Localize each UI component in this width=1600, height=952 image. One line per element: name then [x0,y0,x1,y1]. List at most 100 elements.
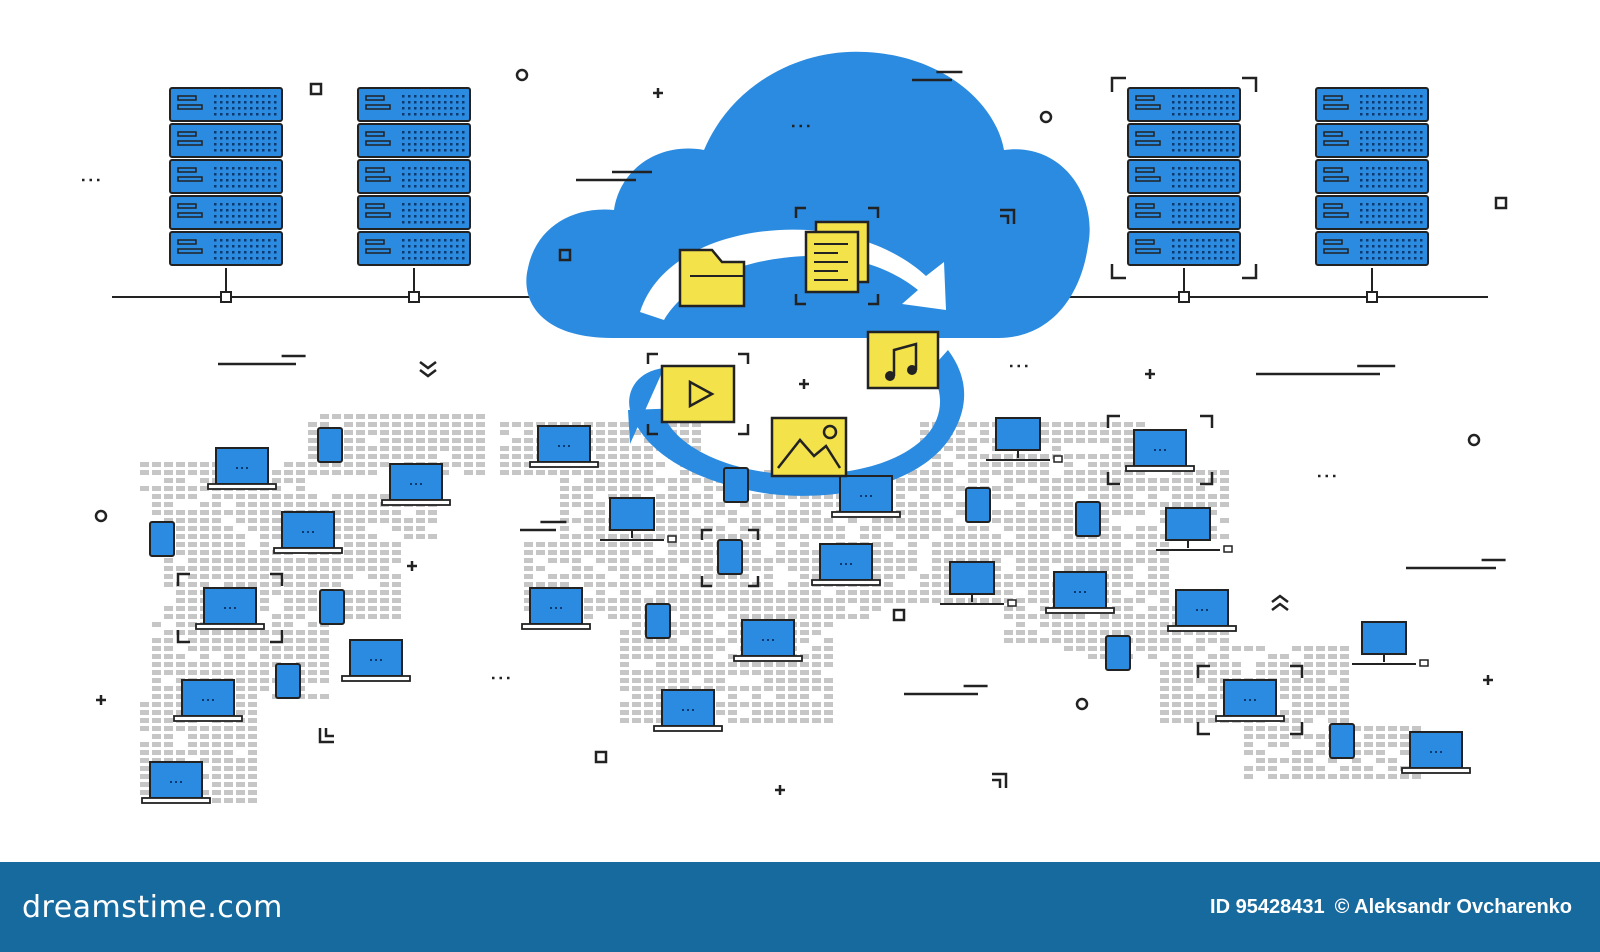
map-dot [740,542,749,547]
image-id: ID 95428431 [1210,895,1325,918]
map-dot [884,526,893,531]
map-dot [812,686,821,691]
map-dot [1136,598,1145,603]
map-dot [308,654,317,659]
map-dot [1112,630,1121,635]
map-dot [968,550,977,555]
map-dot [644,694,653,699]
map-dot [704,566,713,571]
map-dot [1052,550,1061,555]
map-dot [716,502,725,507]
map-dot [392,446,401,451]
map-dot [284,582,293,587]
map-dot [992,582,1001,587]
map-dot [1040,598,1049,603]
map-dot [416,422,425,427]
map-dot [1016,478,1025,483]
map-dot [1028,638,1037,643]
laptop-icon [1401,731,1471,774]
map-dot [704,622,713,627]
map-dot [1244,734,1253,739]
map-dot [1184,670,1193,675]
map-dot [944,486,953,491]
map-dot [872,590,881,595]
map-dot [788,598,797,603]
map-dot [320,694,329,699]
map-dot [1064,630,1073,635]
map-dot [152,638,161,643]
map-dot [224,734,233,739]
map-dot [308,558,317,563]
map-dot [644,670,653,675]
map-dot [1352,766,1361,771]
map-dot [980,550,989,555]
map-dot [260,686,269,691]
map-dot [524,446,533,451]
map-dot [680,654,689,659]
map-dot [308,446,317,451]
map-dot [740,566,749,571]
map-dot [812,654,821,659]
map-dot [620,646,629,651]
map-dot [1160,606,1169,611]
map-dot [164,478,173,483]
map-dot [704,510,713,515]
map-dot [260,566,269,571]
map-dot [980,438,989,443]
map-dot [1124,566,1133,571]
map-dot [392,598,401,603]
map-dot [524,542,533,547]
map-dot [632,710,641,715]
map-dot [656,590,665,595]
cloud-icon [526,51,1090,496]
map-dot [692,526,701,531]
map-dot [320,558,329,563]
map-dot [692,566,701,571]
map-dot [200,510,209,515]
map-dot [812,678,821,683]
monitor-icon [1352,621,1429,667]
map-dot [800,638,809,643]
map-dot [380,422,389,427]
map-dot [620,654,629,659]
map-dot [932,558,941,563]
map-dot [1292,734,1301,739]
laptop-icon [1167,589,1237,632]
map-dot [236,574,245,579]
map-dot [1136,614,1145,619]
map-dot [296,598,305,603]
map-dot [1160,558,1169,563]
map-dot [176,590,185,595]
map-dot [308,670,317,675]
map-dot [188,470,197,475]
map-dot [392,518,401,523]
map-dot [812,526,821,531]
map-dot [572,494,581,499]
map-dot [308,582,317,587]
map-dot [416,454,425,459]
map-dot [188,534,197,539]
map-dot [1148,622,1157,627]
map-dot [680,470,689,475]
map-dot [476,422,485,427]
map-dot [1160,710,1169,715]
map-dot [596,422,605,427]
map-dot [1196,630,1205,635]
map-dot [1220,654,1229,659]
map-dot [356,446,365,451]
map-dot [140,718,149,723]
map-dot [620,630,629,635]
map-dot [1172,694,1181,699]
map-dot [164,662,173,667]
map-dot [1124,502,1133,507]
map-dot [692,438,701,443]
map-dot [1208,638,1217,643]
map-dot [740,702,749,707]
map-dot [356,590,365,595]
map-dot [140,470,149,475]
map-dot [1076,550,1085,555]
map-dot [632,550,641,555]
map-dot [1124,462,1133,467]
map-dot [380,414,389,419]
map-dot [260,558,269,563]
